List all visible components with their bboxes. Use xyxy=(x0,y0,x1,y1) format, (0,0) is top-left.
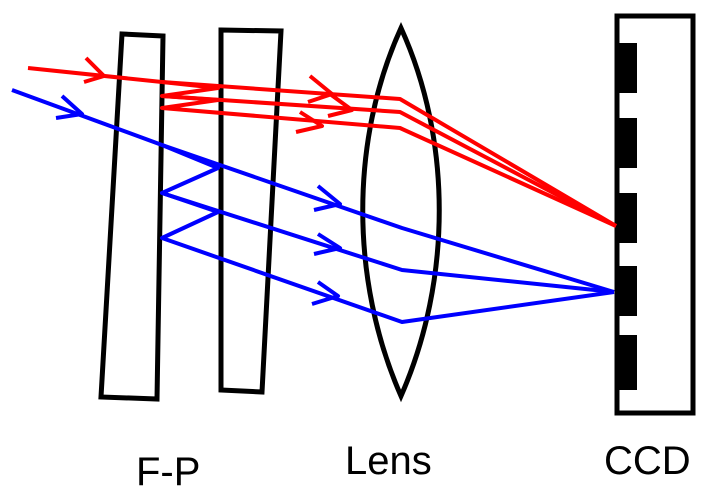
blue-arrow xyxy=(311,280,340,306)
ccd-pixel xyxy=(617,118,637,168)
red-ray-2 xyxy=(160,80,617,228)
lens-label: Lens xyxy=(345,439,432,483)
lens xyxy=(360,21,442,403)
red-arrow xyxy=(83,56,106,84)
red-arrow xyxy=(295,110,324,134)
fp-plate-left xyxy=(98,31,166,402)
ccd-pixel xyxy=(617,193,637,243)
red-arrow xyxy=(307,74,334,104)
ccd-label: CCD xyxy=(604,439,691,483)
blue-ray-1 xyxy=(161,143,615,294)
blue-beam xyxy=(11,88,615,324)
red-arrow xyxy=(327,92,354,118)
red-ray-3 xyxy=(160,94,617,228)
blue-arrow xyxy=(313,184,342,212)
blue-ray-3 xyxy=(160,191,615,324)
blue-arrow xyxy=(313,232,342,256)
ccd-pixel xyxy=(617,335,637,390)
red-beam xyxy=(27,56,618,228)
blue-arrow xyxy=(55,94,84,120)
red-ray-incident xyxy=(27,66,163,84)
red-ray-1 xyxy=(161,80,618,228)
ccd-pixel xyxy=(617,43,637,93)
fp-plate-right xyxy=(218,27,284,395)
ccd-pixel xyxy=(617,266,637,316)
blue-ray-incident xyxy=(11,88,163,147)
fp-label: F-P xyxy=(136,450,201,494)
